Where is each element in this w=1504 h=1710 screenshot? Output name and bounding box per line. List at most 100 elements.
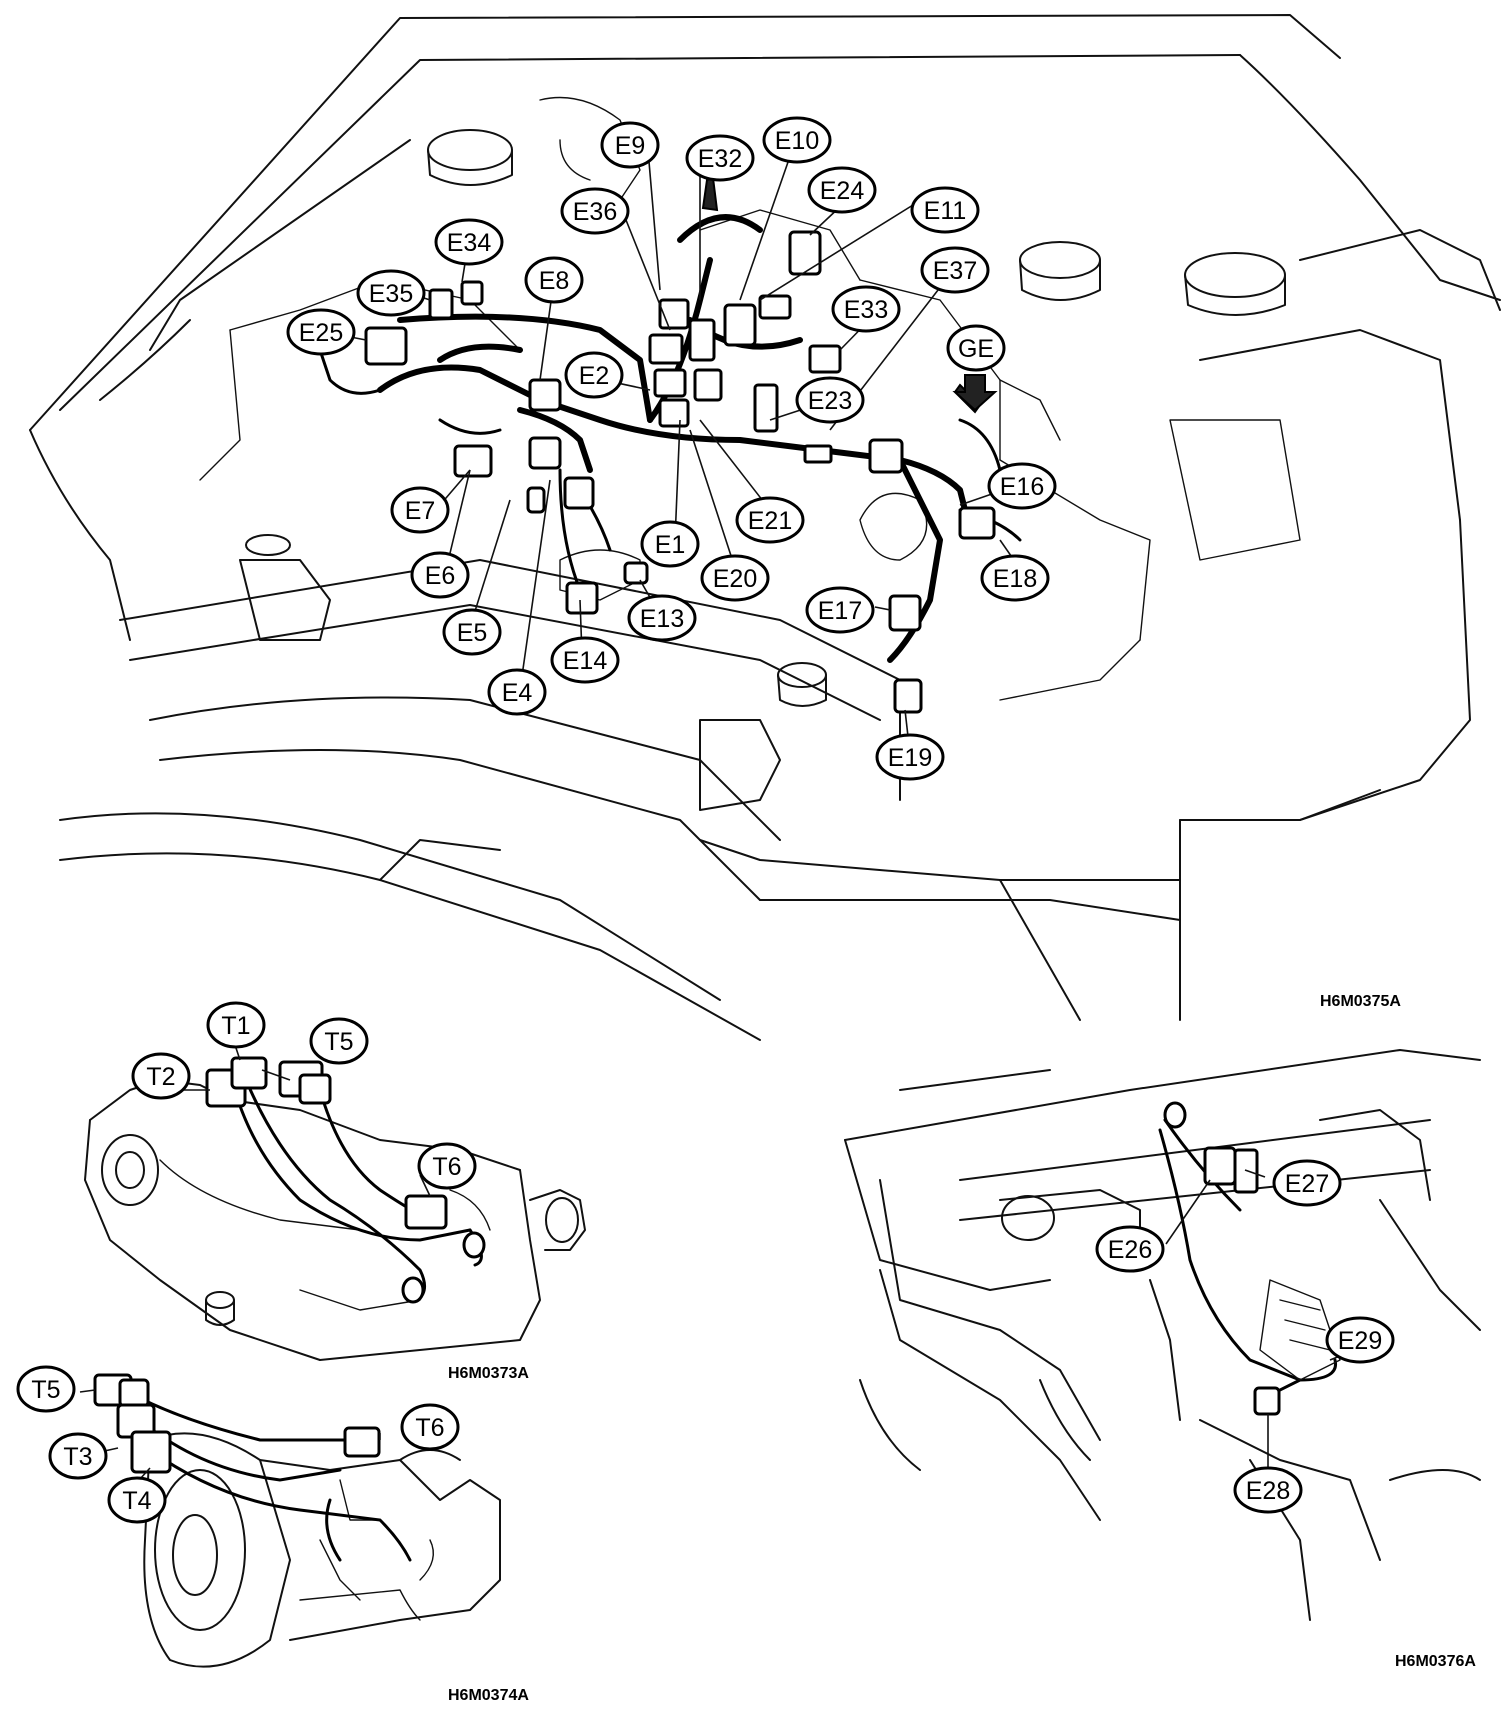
callout-t4: T4 [107,1476,167,1524]
callout-bubble [910,186,980,234]
callout-bubble [1272,1159,1342,1207]
callout-e25: E25 [286,308,356,356]
callout-e33: E33 [831,285,901,333]
callout-bubble [685,134,755,182]
callout-label: E29 [1338,1327,1382,1355]
callout-e2: E2 [564,351,624,399]
callout-bubble [442,608,502,656]
callout-e11: E11 [910,186,980,234]
callout-bubble [831,285,901,333]
callout-e6: E6 [410,551,470,599]
callout-label: E1 [655,531,686,559]
callout-bubble [206,1001,266,1049]
callout-bubble [987,462,1057,510]
callout-label: E17 [818,597,862,625]
callout-bubble [400,1403,460,1451]
callout-e21: E21 [735,496,805,544]
callout-label: T2 [146,1063,175,1091]
callout-e20: E20 [700,554,770,602]
callout-e29: E29 [1325,1316,1395,1364]
callout-label: E8 [539,267,570,295]
callout-bubble [560,187,630,235]
callout-label: E35 [369,280,413,308]
transmission-lower-panel [79,1373,501,1668]
callout-label: E37 [933,257,977,285]
callout-e17: E17 [805,586,875,634]
callout-bubble [1233,1466,1303,1514]
callout-label: E36 [573,198,617,226]
callout-bubble [627,594,697,642]
callout-t6: T6 [417,1142,477,1190]
callout-e35: E35 [356,269,426,317]
callout-e24: E24 [807,166,877,214]
callout-label: E20 [713,565,757,593]
callout-label: E33 [844,296,888,324]
callout-e8: E8 [524,256,584,304]
callout-e32: E32 [685,134,755,182]
callout-label: E7 [405,497,436,525]
callout-bubble [920,246,990,294]
callout-t6: T6 [400,1403,460,1451]
callout-label: E2 [579,362,610,390]
callout-e27: E27 [1272,1159,1342,1207]
callout-e10: E10 [762,116,832,164]
callout-bubble [564,351,624,399]
callout-label: E4 [502,679,533,707]
callout-label: T5 [324,1028,353,1056]
callout-label: E26 [1108,1236,1152,1264]
callout-e26: E26 [1095,1225,1165,1273]
callout-label: T6 [415,1414,444,1442]
callout-label: E11 [924,197,967,225]
callout-bubble [805,586,875,634]
callout-bubble [1325,1316,1395,1364]
callout-bubble [735,496,805,544]
callout-bubble [550,636,620,684]
callout-label: T6 [432,1153,461,1181]
callout-bubble [524,256,584,304]
callout-label: E6 [425,562,456,590]
callout-label: E34 [447,229,492,257]
callout-label: T4 [122,1487,151,1515]
callout-bubble [640,520,700,568]
callout-e19: E19 [875,733,945,781]
callout-bubble [762,116,832,164]
callout-label: E14 [563,647,608,675]
callout-e13: E13 [627,594,697,642]
callout-e1: E1 [640,520,700,568]
callout-label: E16 [1000,473,1044,501]
callout-label: E27 [1285,1170,1329,1198]
callout-bubble [107,1476,167,1524]
callout-label: E21 [748,507,792,535]
ref-code-engine-bay: H6M0375A [1320,993,1401,1010]
callout-bubble [390,486,450,534]
callout-t2: T2 [131,1052,191,1100]
callout-bubble [48,1432,108,1480]
callout-label: E25 [299,319,343,347]
callout-bubble [1095,1225,1165,1273]
callout-t5: T5 [309,1017,369,1065]
callout-bubble [700,554,770,602]
callout-label: T1 [221,1012,250,1040]
callout-e34: E34 [434,218,504,266]
callout-label: E32 [698,145,742,173]
callout-e5: E5 [442,608,502,656]
callout-label: E5 [457,619,488,647]
engine-bay-panel [29,14,1501,1041]
callout-e7: E7 [390,486,450,534]
callout-ge: GE [946,324,1006,372]
ref-code-transmission-upper: H6M0373A [448,1365,529,1382]
transmission-upper-panel [84,1047,586,1361]
callout-label: E10 [775,127,819,155]
callout-bubble [487,668,547,716]
callout-bubble [417,1142,477,1190]
callout-t5: T5 [16,1365,76,1413]
callout-bubble [410,551,470,599]
callout-label: E18 [993,565,1037,593]
callout-label: T3 [63,1443,92,1471]
callout-bubble [600,121,660,169]
dash-underside-panel [844,1049,1481,1621]
callout-label: T5 [31,1376,60,1404]
callout-e36: E36 [560,187,630,235]
